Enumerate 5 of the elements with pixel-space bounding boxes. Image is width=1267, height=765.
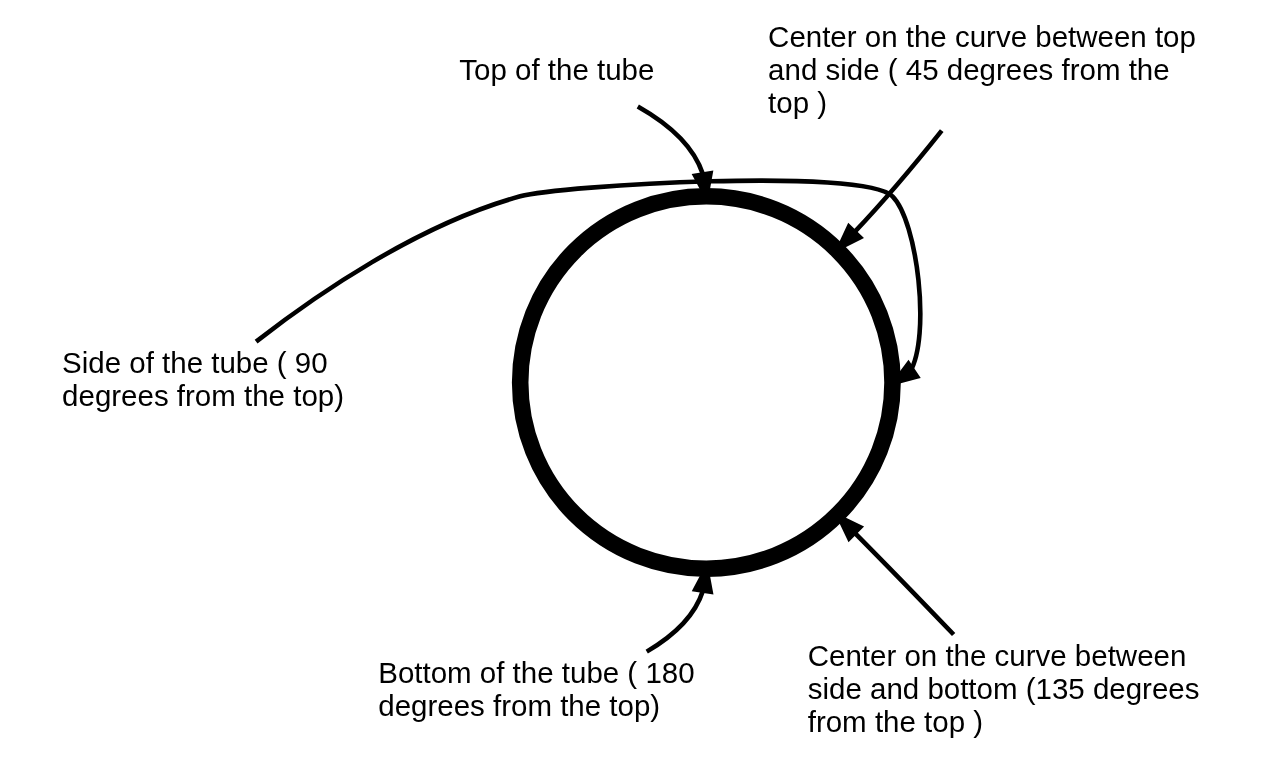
node-text: Center on the curve between top and side ( 45 degrees from the top ) bbox=[767, 19, 1196, 120]
node-text: Center on the curve between side and bottom (135 degrees from the top ) bbox=[807, 639, 1199, 739]
node-text: Side of the tube ( 90 degrees from the top) bbox=[61, 345, 344, 413]
node-text: Bottom of the tube ( 180 degrees from the top) bbox=[377, 655, 695, 722]
node-text: Top of the tube bbox=[458, 52, 654, 86]
